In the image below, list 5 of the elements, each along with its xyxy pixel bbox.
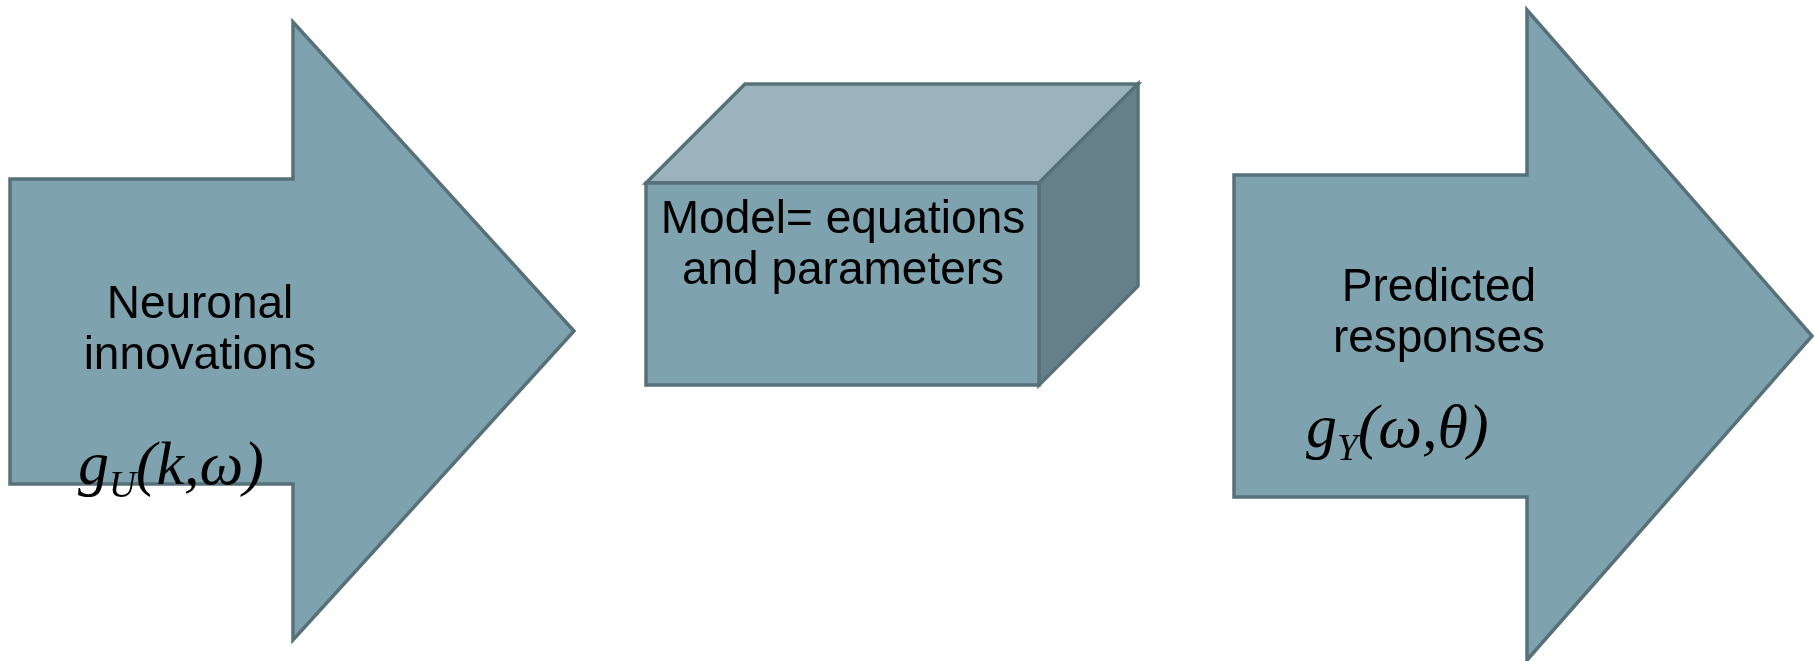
node-label: Neuronal innovations bbox=[82, 277, 318, 379]
node-label: Predicted responses bbox=[1331, 260, 1547, 362]
math-formula: g$_{Y}$(ω,θ) bbox=[1306, 395, 1489, 467]
node-label: Model= equations and parameters bbox=[659, 192, 1027, 294]
math-formula: g$_{U}$(k,ω) bbox=[78, 432, 264, 504]
